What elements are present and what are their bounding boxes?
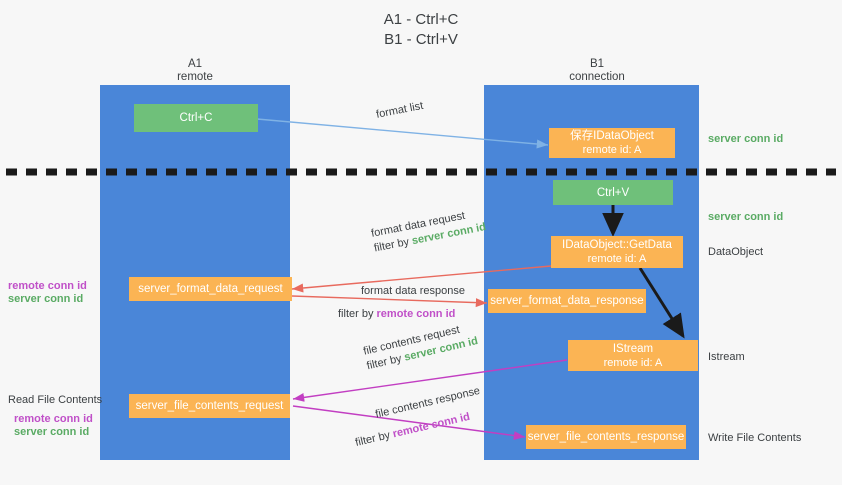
edge-label-format-data-response: format data response filter by remote co… (338, 284, 465, 322)
annotation-dataobject: DataObject (708, 246, 764, 258)
node-save-idataobject-label: 保存IDataObject (570, 130, 654, 142)
lane-header-a1-subtitle: remote (177, 71, 213, 83)
lane-header-a1-title: A1 (187, 58, 203, 70)
node-getdata-label: IDataObject::GetData (562, 239, 672, 251)
annotation-server-conn-id-top: server conn id (708, 133, 784, 145)
node-getdata[interactable]: IDataObject::GetData remote id: A (551, 236, 683, 268)
node-getdata-sub: remote id: A (587, 253, 647, 265)
edge-label-file-contents-request: file contents request filter by server c… (362, 319, 480, 374)
edge-label-format-data-request: format data request filter by server con… (370, 205, 487, 256)
annotation-remote-conn-id-mid: remote conn id (8, 280, 87, 292)
node-server-format-data-request-label: server_format_data_request (138, 283, 283, 295)
node-ctrl-c-label: Ctrl+C (179, 112, 213, 124)
edge-label-format-data-response-text: format data response (361, 285, 465, 297)
filter-prefix: filter by (354, 428, 395, 449)
node-ctrl-v[interactable]: Ctrl+V (553, 180, 673, 205)
node-save-idataobject[interactable]: 保存IDataObject remote id: A (549, 128, 675, 158)
annotation-server-conn-id-mid: server conn id (8, 293, 84, 305)
edge-label-format-list: format list (375, 99, 425, 123)
lane-header-a1: A1 remote (125, 58, 265, 84)
annotation-server-conn-id-low: server conn id (14, 426, 90, 438)
lane-header-b1-title: B1 (589, 58, 605, 70)
lane-header-b1: B1 connection (527, 58, 667, 84)
node-istream-label: IStream (612, 342, 654, 355)
annotation-server-conn-id-second: server conn id (708, 211, 784, 223)
node-server-format-data-response[interactable]: server_format_data_response (488, 289, 646, 313)
node-ctrl-c[interactable]: Ctrl+C (134, 104, 258, 132)
annotation-istream: Istream (708, 351, 745, 363)
title-line-1: A1 - Ctrl+C (383, 11, 459, 28)
filter-prefix: filter by (338, 308, 377, 320)
edge-label-format-list-text: format list (375, 99, 425, 121)
node-server-file-contents-request[interactable]: server_file_contents_request (129, 394, 290, 418)
node-ctrl-v-label: Ctrl+V (596, 186, 630, 199)
node-server-format-data-request[interactable]: server_format_data_request (129, 277, 292, 301)
edge-label-file-contents-response-filter: filter by remote conn id (354, 406, 487, 451)
title-line-2: B1 - Ctrl+V (384, 31, 458, 48)
node-istream-sub: remote id: A (603, 356, 663, 369)
annotation-read-file-contents: Read File Contents (8, 394, 103, 406)
node-save-idataobject-sub: remote id: A (582, 144, 642, 156)
edge-label-format-data-response-filter: filter by remote conn id (338, 307, 465, 322)
annotation-write-file-contents: Write File Contents (708, 432, 802, 444)
lane-header-b1-subtitle: connection (569, 71, 625, 83)
annotation-remote-conn-id-low: remote conn id (14, 413, 93, 425)
node-server-file-contents-response[interactable]: server_file_contents_response (526, 425, 686, 449)
page-title: A1 - Ctrl+C B1 - Ctrl+V (0, 10, 842, 50)
node-istream[interactable]: IStream remote id: A (568, 340, 698, 371)
node-server-format-data-response-label: server_format_data_response (490, 295, 644, 307)
filter-key-remote-conn-id: remote conn id (376, 308, 456, 320)
node-server-file-contents-response-label: server_file_contents_response (527, 431, 685, 443)
node-server-file-contents-request-label: server_file_contents_request (135, 400, 284, 412)
edge-label-file-contents-response: file contents response filter by remote … (354, 384, 487, 449)
